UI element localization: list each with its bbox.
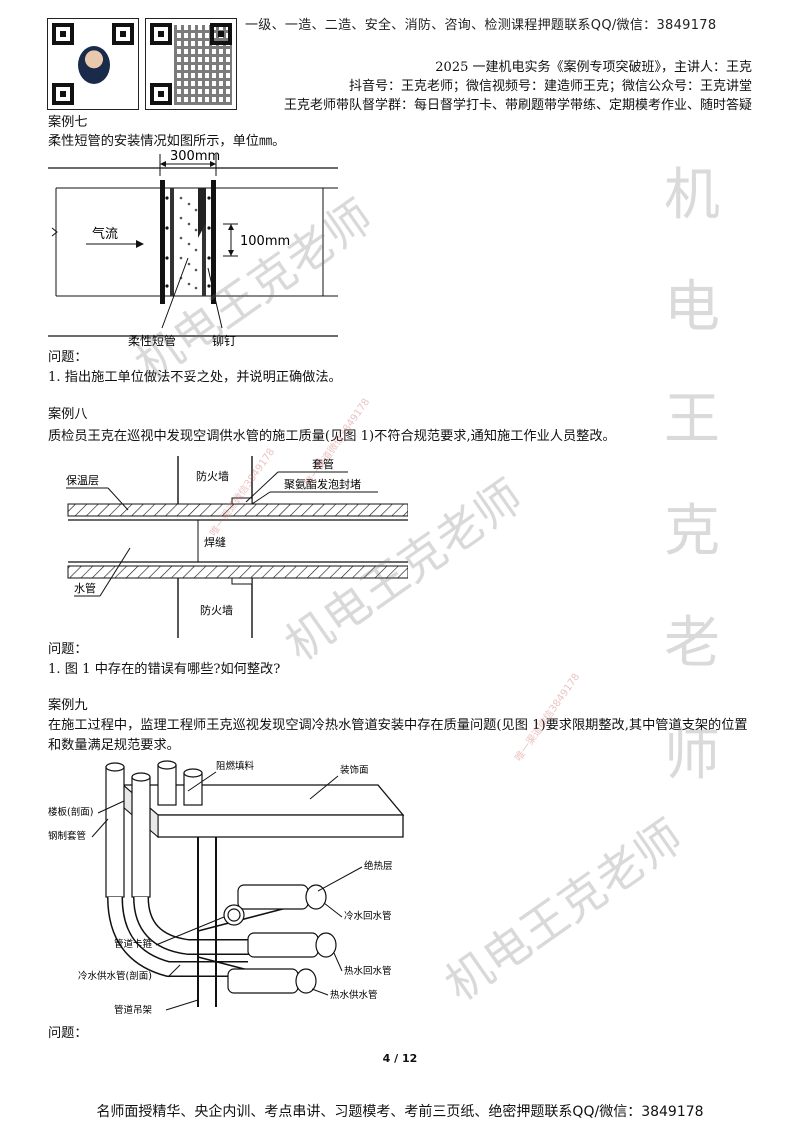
social-line: 抖音号：王克老师；微信视频号：建造师王克；微信公众号：王克讲堂 xyxy=(348,79,752,94)
hot-supply-label: 热水供水管 xyxy=(330,989,378,1001)
watermark-column: 机 电 王 克 老 师 xyxy=(664,163,720,788)
finish-label: 装饰面 xyxy=(340,764,369,776)
rivet-label: 铆钉 xyxy=(212,333,236,348)
water-pipe-label: 水管 xyxy=(74,581,96,595)
case9-intro: 在施工过程中，监理工程师王克巡视发现空调冷热水管道安装中存在质量问题(见图 1)… xyxy=(48,718,748,753)
pipe-firewall-figure: 防火墙 套管 聚氨酯发泡封堵 保温层 焊缝 水管 防火墙 xyxy=(66,456,408,638)
sleeve-label: 套管 xyxy=(312,457,334,471)
cold-return-label: 冷水回水管 xyxy=(344,910,392,922)
weld-label: 焊缝 xyxy=(204,535,226,549)
dim-300mm: 300mm xyxy=(170,149,220,164)
flexible-duct-label: 柔性短管 xyxy=(128,333,176,348)
foam-seal-label: 聚氨酯发泡封堵 xyxy=(284,477,361,491)
firewall-top-label: 防火墙 xyxy=(196,469,229,483)
airflow-label: 气流 xyxy=(92,226,118,242)
dim-100mm: 100mm xyxy=(240,234,290,249)
insulation-label: 保温层 xyxy=(66,473,99,487)
hot-return-label: 热水回水管 xyxy=(344,965,392,977)
hanger-label: 管道吊架 xyxy=(114,1004,153,1016)
group-line: 王克老师带队督学群：每日督学打卡、带刷题带学带练、定期模考作业、随时答疑 xyxy=(283,98,752,113)
case7-title: 案例七 xyxy=(48,115,88,130)
case9-question-label: 问题： xyxy=(48,1026,88,1041)
case9-title: 案例九 xyxy=(48,698,88,713)
case8-question-label: 问题： xyxy=(48,642,88,657)
insulation-label: 绝热层 xyxy=(364,860,393,872)
watermark-diagonal-3: 机电王克老师 xyxy=(435,809,693,1012)
case8-intro: 质检员王克在巡视中发现空调供水管的施工质量(见图 1)不符合规范要求,通知施工作… xyxy=(48,429,616,444)
course-line: 2025 一建机电实务《案例专项突破班》，主讲人：王克 xyxy=(435,60,752,75)
video-qr-code xyxy=(145,18,237,110)
case8-question-1: 1. 图 1 中存在的错误有哪些?如何整改? xyxy=(48,662,281,677)
wechat-qr-code xyxy=(47,18,139,110)
floor-slab-label: 楼板(剖面) xyxy=(48,806,93,818)
pipe-support-figure: 阻燃填料 装饰面 楼板(剖面) 钢制套管 绝热层 冷水回水管 管道卡箍 热水回水… xyxy=(48,760,405,1016)
case7-question-label: 问题： xyxy=(48,350,88,365)
pipe-clamp-label: 管道卡箍 xyxy=(114,938,153,950)
header-ad: 一级、一造、二造、安全、消防、咨询、检测课程押题联系QQ/微信：3849178 xyxy=(245,18,717,33)
avatar xyxy=(76,44,112,86)
page-number: 4 / 12 xyxy=(382,1052,418,1065)
case8-title: 案例八 xyxy=(48,407,88,422)
flexible-duct-figure: 300mm 100mm 气流 柔性短管 铆钉 xyxy=(48,149,338,348)
fire-fill-label: 阻燃填料 xyxy=(216,760,255,772)
steel-sleeve-label: 钢制套管 xyxy=(48,830,86,842)
footer-ad: 名师面授精华、央企内训、考点串讲、习题模考、考前三页纸、绝密押题联系QQ/微信：… xyxy=(96,1104,704,1120)
firewall-bottom-label: 防火墙 xyxy=(200,603,233,617)
cold-supply-label: 冷水供水管(剖面) xyxy=(78,970,152,982)
case7-question-1: 1. 指出施工单位做法不妥之处，并说明正确做法。 xyxy=(48,370,342,385)
case7-intro: 柔性短管的安装情况如图所示，单位㎜。 xyxy=(48,134,286,149)
